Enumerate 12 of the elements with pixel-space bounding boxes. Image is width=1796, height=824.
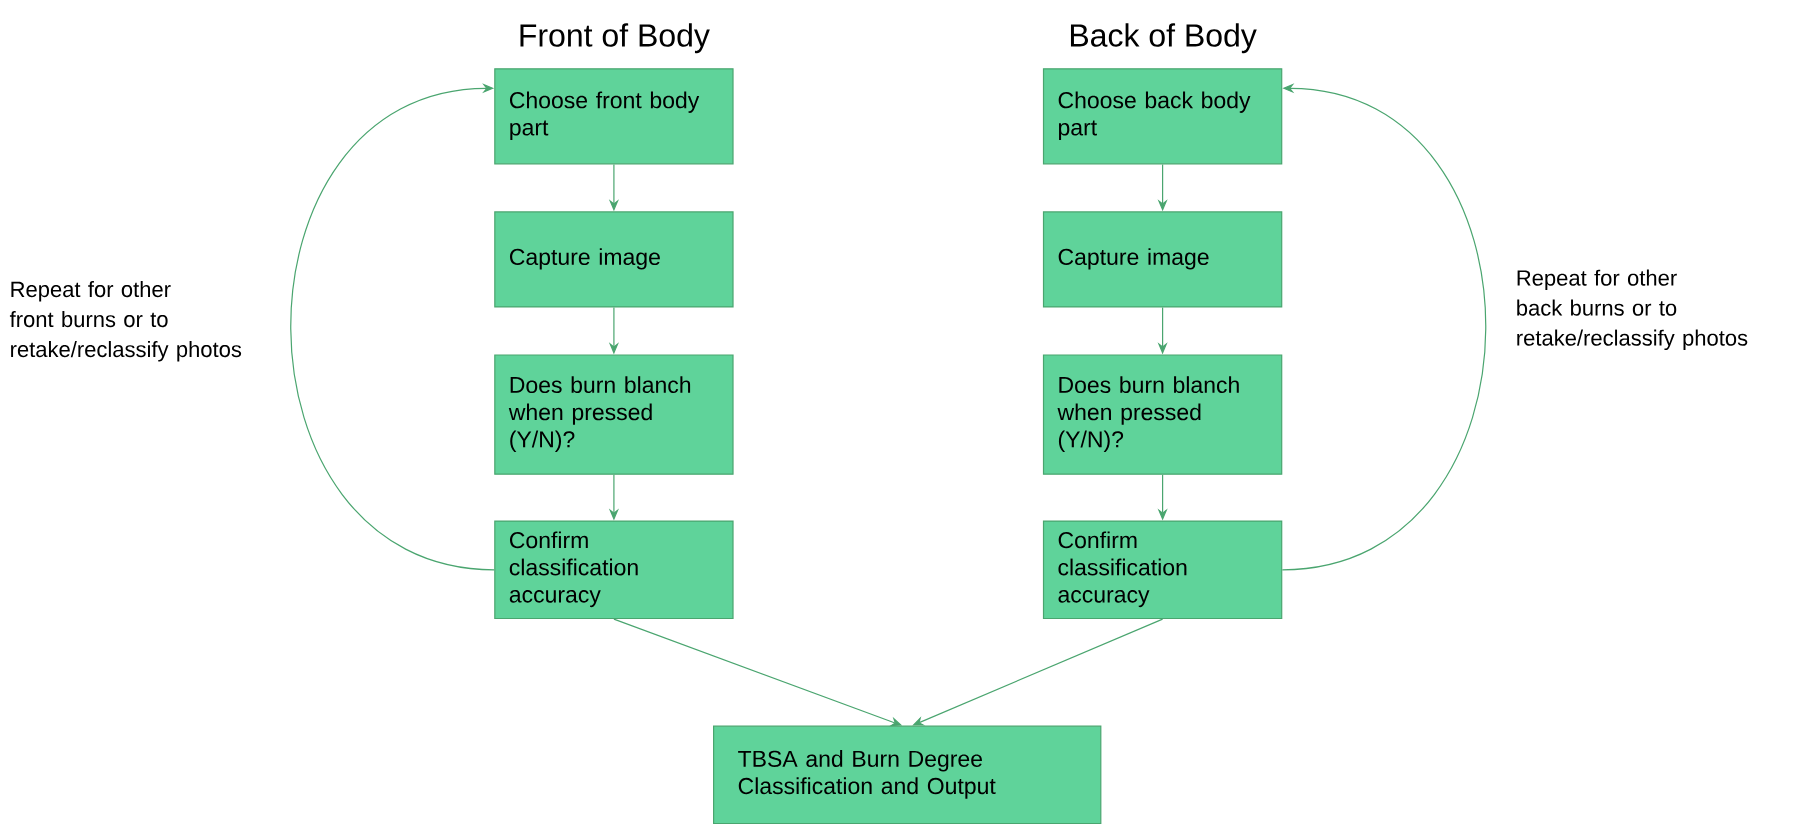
process-box: Does burn blanch when pressed (Y/N)? — [1042, 354, 1283, 475]
process-box: Does burn blanch when pressed (Y/N)? — [494, 354, 734, 475]
process-box: Capture image — [1042, 211, 1283, 308]
loop-note: Repeat for other front burns or to retake/reclassify photos — [9, 281, 242, 362]
process-box: Confirm classification accuracy — [1042, 520, 1283, 620]
arrow — [290, 83, 495, 571]
process-box: Capture image — [494, 211, 734, 308]
process-box: Confirm classification accuracy — [494, 520, 734, 620]
process-box: Choose front body part — [494, 68, 734, 165]
loop-note: Repeat for other back burns or to retake/reclassify photos — [1517, 269, 1748, 351]
process-box: Choose back body part — [1042, 68, 1283, 165]
process-box: TBSA and Burn Degree Classification and Output — [713, 725, 1102, 824]
